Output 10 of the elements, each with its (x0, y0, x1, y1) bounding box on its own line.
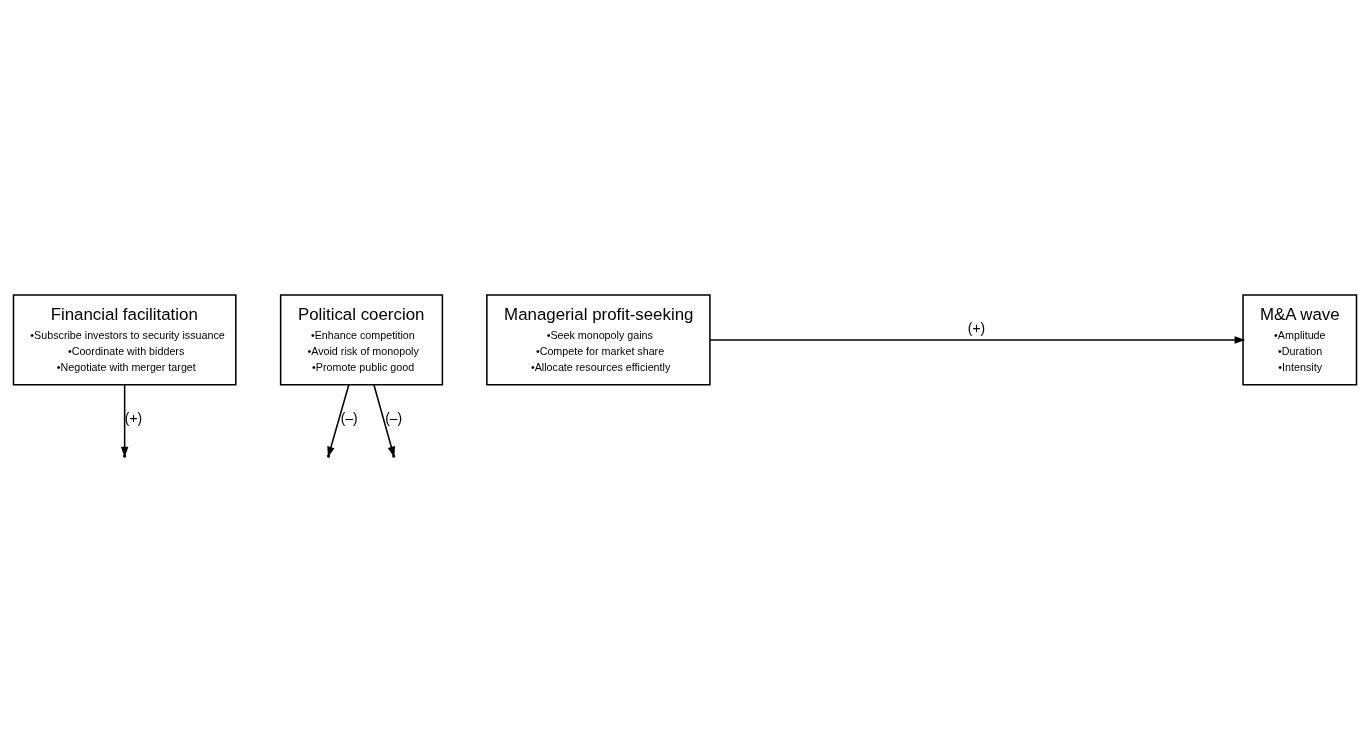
node-box: Financial facilitation •Subscribe investors to security issuance •Coordinate with bidders •Negotiate with merger target (12, 294, 237, 386)
arrow (373, 384, 396, 458)
edge-label: (+) (967, 321, 986, 337)
node-box: Political coercion •Enhance competition •Avoid risk of monopoly •Promote public good (279, 294, 444, 386)
arrow (709, 336, 1246, 344)
edge-label: (+) (124, 411, 143, 427)
edge-label: (–) (385, 411, 403, 427)
edge-label: (–) (340, 411, 358, 427)
node-box: M&A wave •Amplitude •Duration •Intensity (1242, 294, 1358, 386)
node-box: Managerial profit-seeking •Seek monopoly gains •Compete for market share •Allocate resources efficiently (486, 294, 711, 386)
